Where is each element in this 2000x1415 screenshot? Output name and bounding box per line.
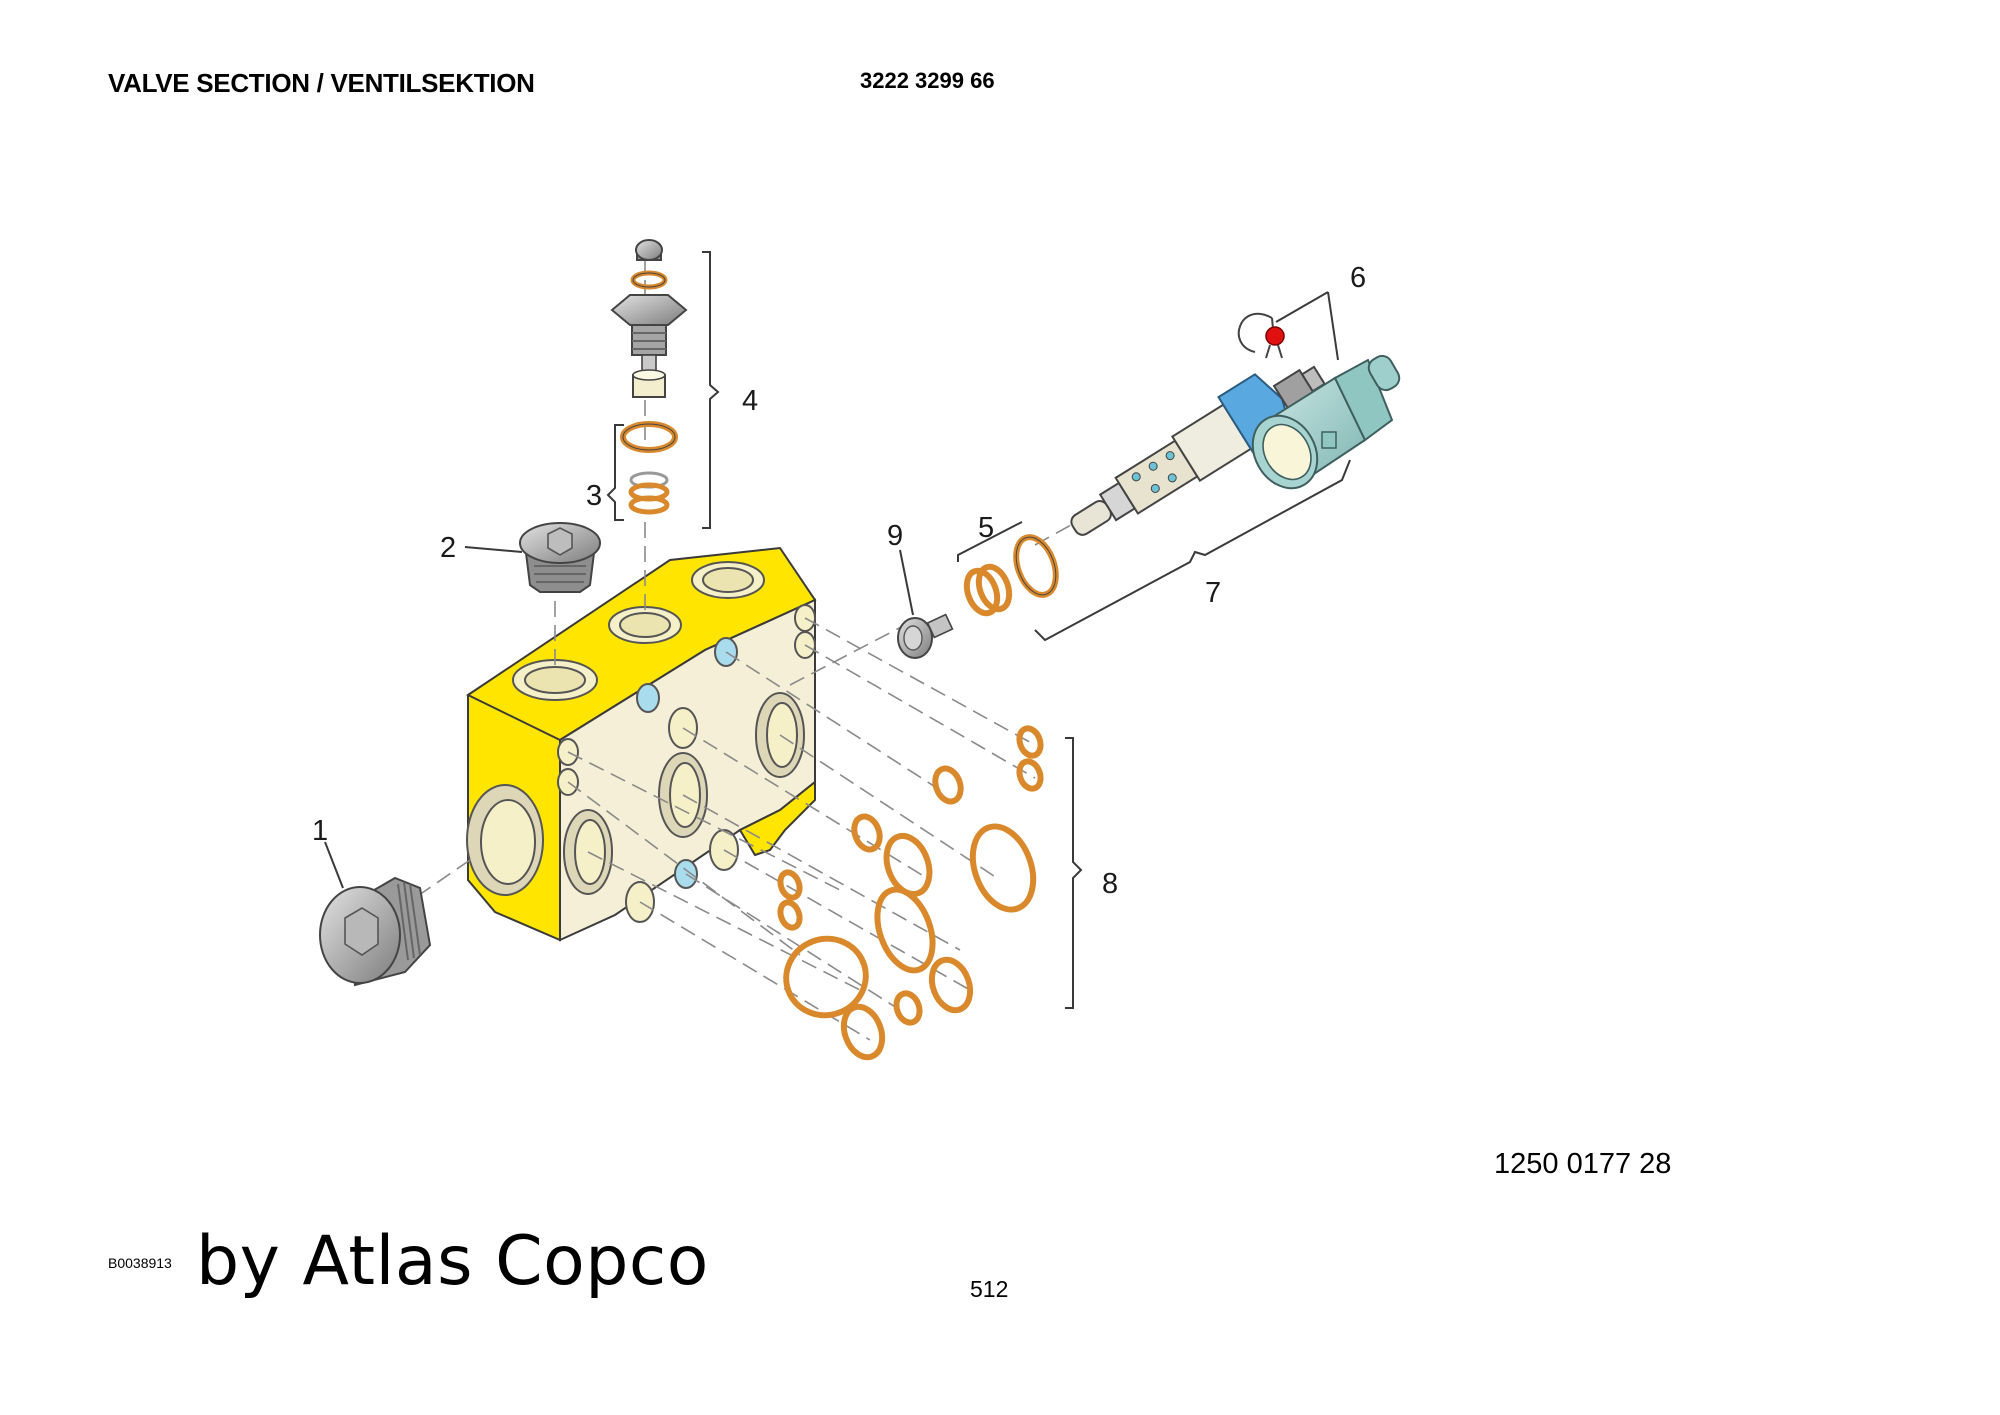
plug-part-1 [319, 876, 432, 987]
o-ring-set-part-8 [777, 725, 1044, 1061]
top-ports [512, 561, 765, 701]
seal-rings-part-5 [963, 534, 1059, 617]
left-port [466, 784, 544, 896]
callout-2: 2 [440, 532, 456, 564]
part-reference: 1250 0177 28 [1494, 1148, 1672, 1180]
callout-6: 6 [1350, 262, 1366, 294]
plug-part-2 [519, 522, 601, 593]
callout-5: 5 [978, 512, 994, 544]
cartridge-valve-part-4 [610, 239, 688, 398]
callout-8: 8 [1102, 868, 1118, 900]
page-title: VALVE SECTION / VENTILSEKTION [108, 68, 535, 98]
lead-seal-part-6 [1237, 312, 1285, 359]
seal-kit-part-3 [620, 421, 678, 515]
solenoid-cartridge-part-7 [1070, 365, 1326, 536]
solenoid-coil-part-6 [1251, 354, 1401, 490]
brackets [324, 251, 1351, 1009]
document-number: 3222 3299 66 [860, 68, 995, 93]
front-ports [557, 604, 816, 923]
callout-3: 3 [586, 480, 602, 512]
valve-block [465, 546, 817, 942]
page-number: 512 [970, 1276, 1009, 1302]
brand-text: by Atlas Copco [196, 1222, 709, 1301]
callout-7: 7 [1205, 577, 1221, 609]
callout-4: 4 [742, 385, 758, 417]
plug-part-9 [897, 613, 954, 659]
callout-1: 1 [312, 815, 328, 847]
image-reference: B0038913 [108, 1255, 172, 1271]
callout-9: 9 [887, 520, 903, 552]
